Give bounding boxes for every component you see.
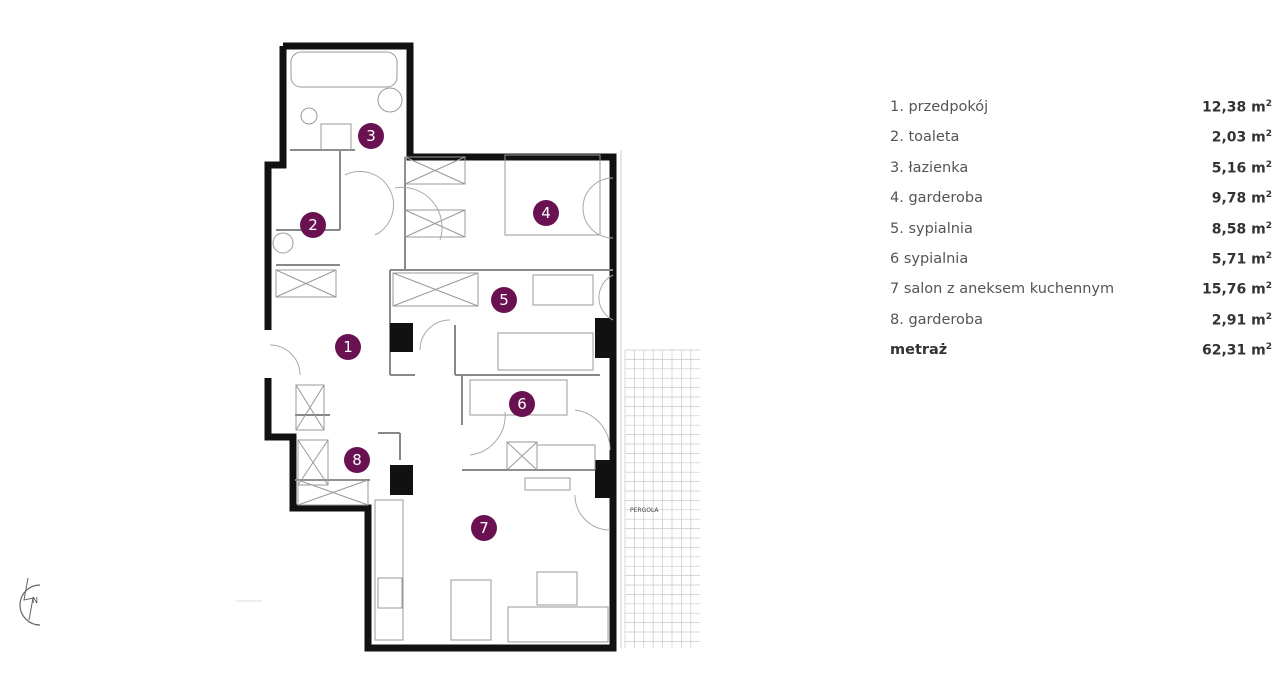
room-name: 1. przedpokój	[890, 99, 989, 115]
terrace-grid	[624, 349, 700, 648]
svg-text:5: 5	[499, 291, 509, 309]
room-marker-6: 6	[509, 391, 535, 417]
room-name: metraż	[890, 342, 948, 359]
legend-row: 4. garderoba 9,78 m2	[890, 190, 1272, 220]
room-marker-3: 3	[358, 123, 384, 149]
furniture	[272, 51, 609, 643]
room-marker-4: 4	[533, 200, 559, 226]
svg-text:6: 6	[517, 395, 527, 413]
legend-row: 7 salon z aneksem kuchennym 15,76 m2	[890, 281, 1272, 311]
room-area: 2,03 m2	[1211, 129, 1272, 147]
room-area: 5,16 m2	[1211, 159, 1272, 177]
room-marker-7: 7	[471, 515, 497, 541]
room-name: 7 salon z aneksem kuchennym	[890, 281, 1115, 298]
outer-wall	[264, 42, 617, 652]
room-area: 2,91 m2	[1211, 311, 1272, 329]
room-area: 9,78 m2	[1211, 190, 1272, 207]
legend-row: 8. garderoba 2,91 m2	[890, 312, 1272, 342]
svg-text:8: 8	[352, 451, 362, 469]
room-area: 5,71 m2	[1211, 250, 1272, 268]
legend-row: 3. łazienka 5,16 m2	[890, 160, 1272, 190]
area-legend: 1. przedpokój 12,38 m2 2. toaleta 2,03 m2 3.…	[890, 99, 1272, 373]
room-name: 2. toaleta	[890, 129, 960, 146]
svg-text:1: 1	[343, 338, 353, 356]
room-marker-1: 1	[335, 334, 361, 360]
room-area: 15,76 m2	[1201, 281, 1272, 298]
svg-text:N: N	[32, 596, 38, 605]
svg-text:4: 4	[541, 204, 551, 222]
svg-text:2: 2	[308, 216, 318, 234]
room-marker-8: 8	[344, 447, 370, 473]
room-area: 8,58 m2	[1211, 220, 1272, 238]
legend-row: 6 sypialnia 5,71 m2	[890, 251, 1272, 281]
legend-row: 5. sypialnia 8,58 m2	[890, 221, 1272, 251]
room-area: 12,38 m2	[1201, 99, 1272, 116]
compass-icon: N	[19, 577, 41, 626]
room-marker-2: 2	[300, 212, 326, 238]
room-name: 5. sypialnia	[890, 220, 973, 237]
legend-row: 2. toaleta 2,03 m2	[890, 129, 1272, 159]
room-name: 6 sypialnia	[890, 250, 969, 267]
room-name: 4. garderoba	[890, 190, 983, 207]
structural-columns	[390, 318, 615, 498]
svg-text:7: 7	[479, 519, 489, 537]
room-name: 3. łazienka	[890, 159, 969, 176]
room-area: 62,31 m2	[1201, 342, 1272, 359]
doors	[269, 150, 622, 648]
room-marker-5: 5	[491, 287, 517, 313]
legend-row: 1. przedpokój 12,38 m2	[890, 99, 1272, 129]
room-markers: 1 2 3 4 5 6 7 8	[300, 123, 559, 541]
interior-walls	[276, 149, 613, 481]
terrace-label: PERGOLA	[630, 507, 659, 514]
room-name: 8. garderoba	[890, 311, 983, 328]
svg-text:3: 3	[366, 127, 376, 145]
legend-row: metraż 62,31 m2	[890, 342, 1272, 372]
floor-plan: 1 2 3 4 5 6 7 8 PERGOLA N	[19, 42, 700, 652]
